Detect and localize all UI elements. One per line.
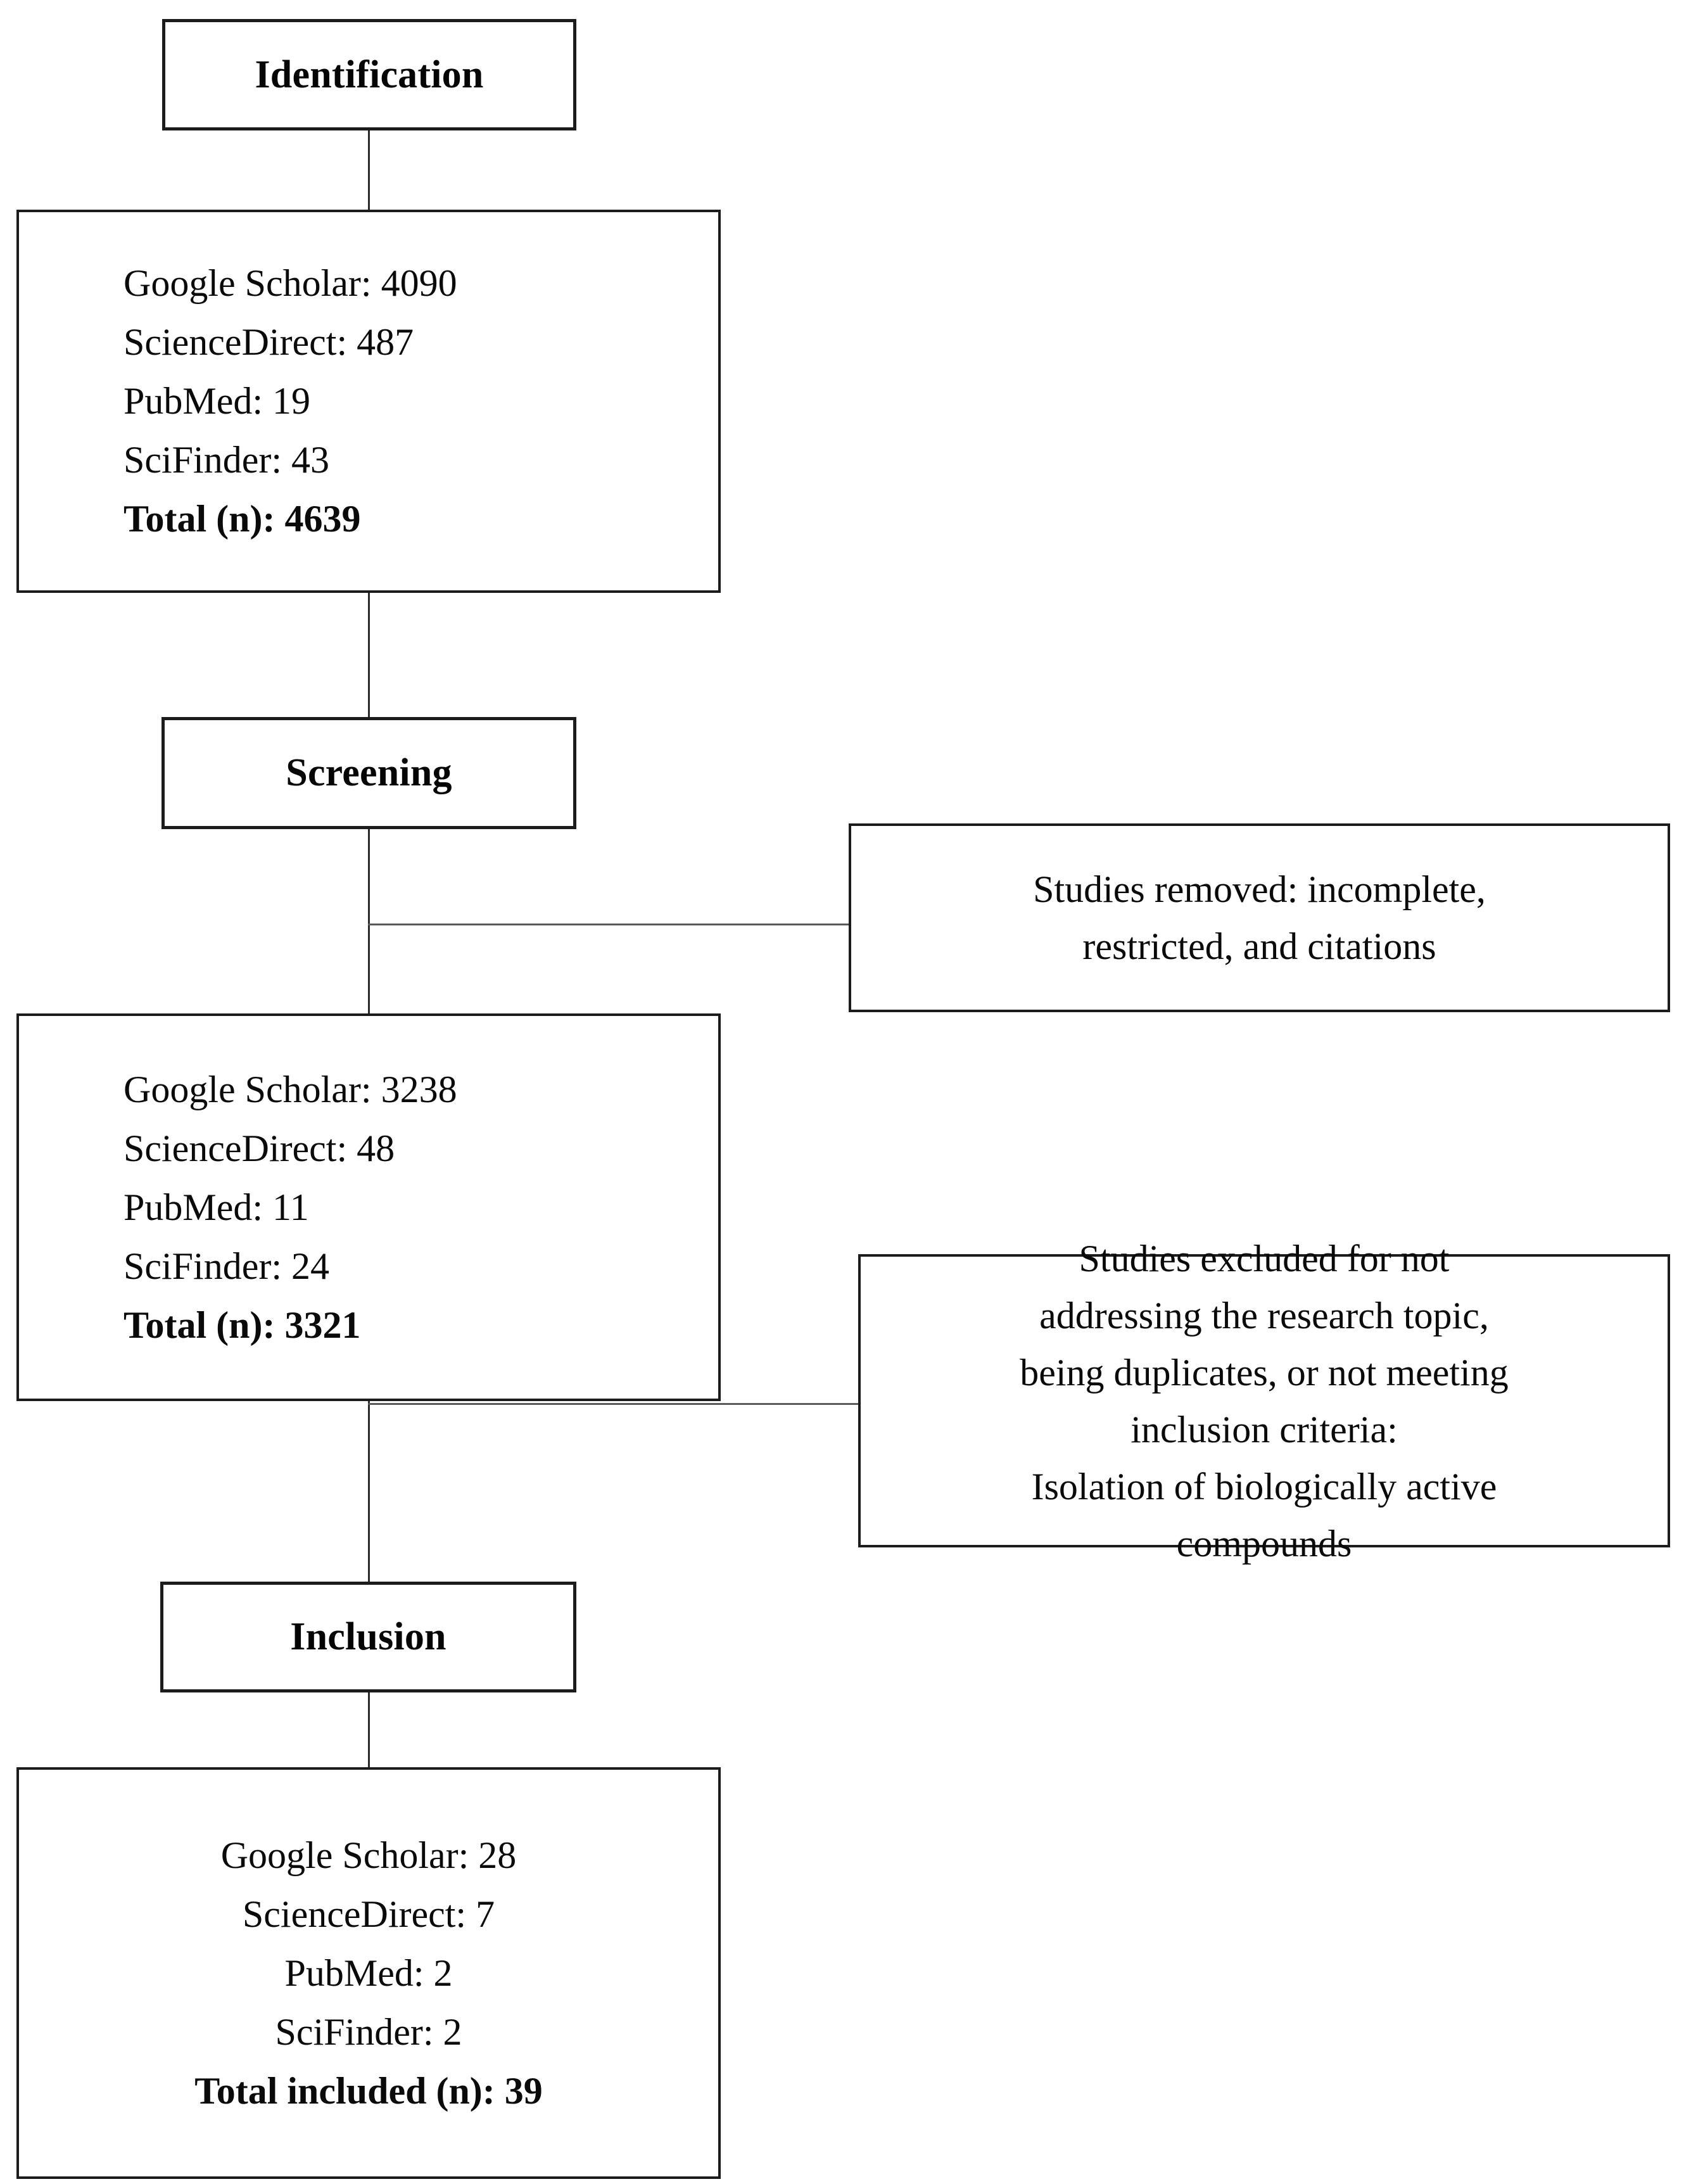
connector-inclusion-to-counts [368, 1692, 370, 1769]
connector-branch-studies-excluded [368, 1403, 860, 1405]
stage-label-inclusion: Inclusion [290, 1615, 446, 1659]
counts-box-screening: Google Scholar: 3238 ScienceDirect: 48 P… [16, 1013, 721, 1401]
count-line-pubmed: PubMed: 2 [284, 1952, 453, 1994]
note-box-studies-excluded: Studies excluded for not addressing the … [858, 1238, 1670, 1565]
stage-box-screening: Screening [162, 717, 576, 829]
stage-label-identification: Identification [255, 53, 484, 96]
count-line-google-scholar: Google Scholar: 4090 [124, 262, 457, 304]
note-line-studies-removed-1: Studies removed: incomplete, [1033, 868, 1486, 910]
count-line-scifinder: SciFinder: 24 [124, 1245, 329, 1287]
note-line-studies-excluded-3: being duplicates, or not meeting [1020, 1351, 1509, 1394]
note-line-studies-excluded-6: compounds [1176, 1522, 1352, 1565]
connector-screening-to-counts [368, 829, 370, 1015]
count-line-scifinder: SciFinder: 2 [275, 2010, 462, 2053]
counts-box-inclusion: Google Scholar: 28 ScienceDirect: 7 PubM… [16, 1767, 721, 2179]
stage-box-inclusion: Inclusion [160, 1582, 576, 1692]
count-line-pubmed: PubMed: 11 [124, 1186, 309, 1228]
count-line-total: Total (n): 4639 [124, 498, 361, 540]
note-line-studies-excluded-2: addressing the research topic, [1039, 1294, 1489, 1336]
note-line-studies-excluded-1: Studies excluded for not [1079, 1237, 1450, 1279]
connector-branch-studies-removed [368, 924, 851, 925]
note-line-studies-excluded-4: inclusion criteria: [1130, 1408, 1398, 1451]
note-line-studies-removed-2: restricted, and citations [1082, 925, 1436, 967]
stage-label-screening: Screening [286, 751, 452, 795]
stage-box-identification: Identification [162, 19, 576, 130]
note-line-studies-excluded-5: Isolation of biologically active [1031, 1465, 1497, 1508]
note-box-studies-removed: Studies removed: incomplete, restricted,… [849, 823, 1670, 1012]
count-line-sciencedirect: ScienceDirect: 48 [124, 1127, 395, 1169]
count-line-total: Total (n): 3321 [124, 1304, 361, 1346]
count-line-total: Total included (n): 39 [194, 2069, 543, 2112]
count-line-google-scholar: Google Scholar: 28 [220, 1834, 517, 1876]
connector-counts-to-inclusion [368, 1401, 370, 1584]
count-line-sciencedirect: ScienceDirect: 7 [242, 1893, 495, 1935]
count-line-scifinder: SciFinder: 43 [124, 439, 329, 481]
connector-counts-to-screening [368, 593, 370, 718]
count-line-sciencedirect: ScienceDirect: 487 [124, 321, 414, 363]
connector-identification-to-counts [368, 130, 370, 211]
count-line-google-scholar: Google Scholar: 3238 [124, 1068, 457, 1110]
counts-box-identification: Google Scholar: 4090 ScienceDirect: 487 … [16, 210, 721, 593]
count-line-pubmed: PubMed: 19 [124, 380, 311, 422]
